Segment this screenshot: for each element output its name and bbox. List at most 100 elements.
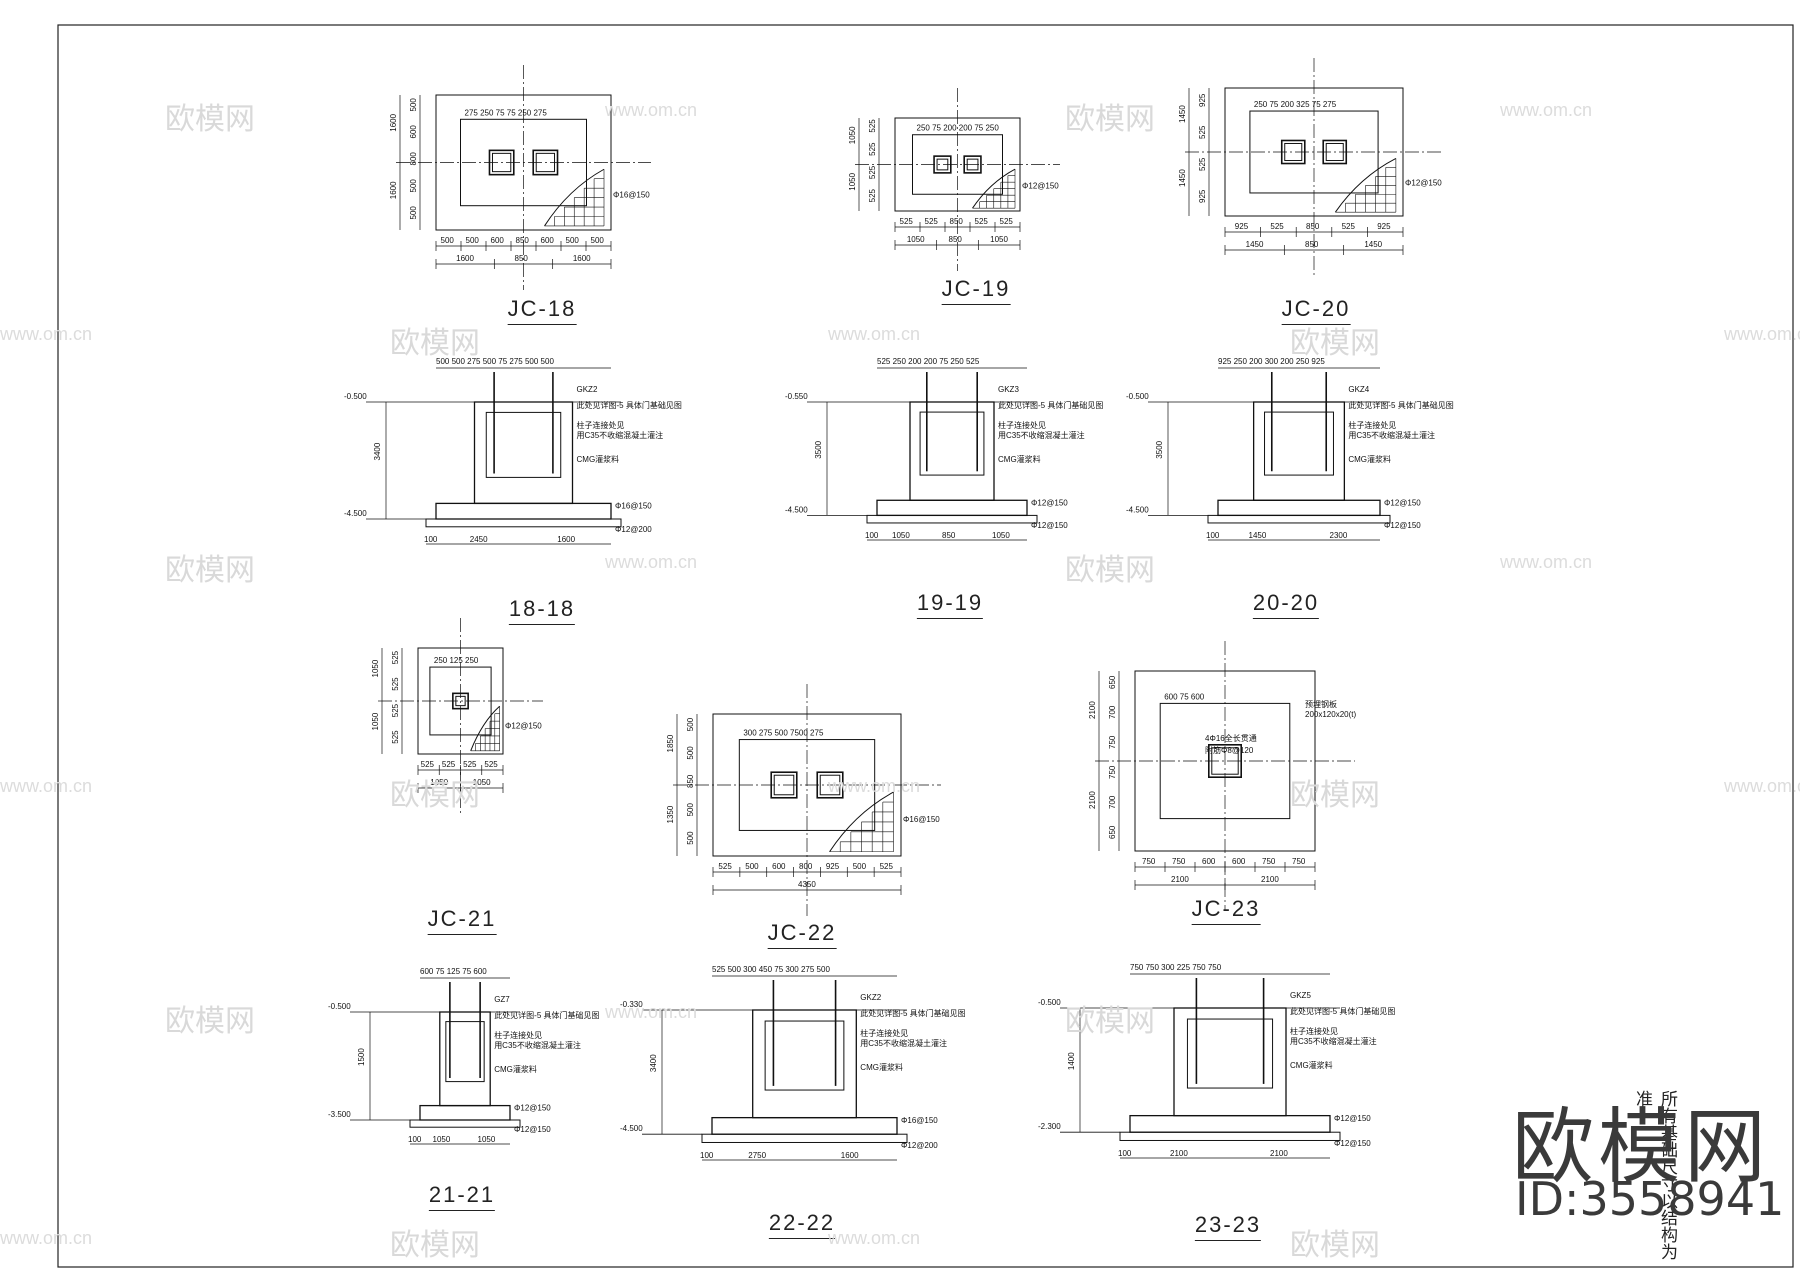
elevation-text: -4.500 [785,505,808,514]
section-note: 此处见详图-5 具体门基础见图 [860,1008,965,1018]
dim-text: 1600 [389,181,398,199]
cup-void [485,411,562,478]
dim-text: 925 [1198,93,1207,107]
elevation-text: -0.550 [785,392,808,401]
dim-text: 100 [865,531,879,540]
column-outline [963,155,982,174]
dim-text: 525 [868,119,877,133]
dim-text: 500 [745,862,759,871]
dim-text: 1050 [992,531,1010,540]
column-tag: GKZ5 [1290,991,1311,1000]
dim-text: 1050 [430,778,448,787]
dim-text: 850 [1305,240,1319,249]
column-tag: GKZ4 [1348,385,1369,394]
dim-text: 525 [391,650,400,664]
watermark-url: www.om.cn [828,1228,921,1248]
pedestal-section [1252,401,1346,501]
dim-text: 525 [975,217,989,226]
dim-text: 1600 [573,254,591,263]
dim-text: 525 [868,142,877,156]
dim-text: 925 [1198,189,1207,203]
jc23-note-text: 预埋钢板 [1305,699,1337,709]
section-note: 柱子连接处见 [577,420,625,430]
watermark-url: www.om.cn [605,1002,698,1022]
dim-text: 1050 [371,659,380,677]
column-core [773,774,795,796]
inner-dim-text: 275 250 75 75 250 275 [465,108,548,117]
pedestal-section [1173,1007,1287,1117]
watermark-url: www.om.cn [0,324,93,344]
column-outline [1208,743,1243,778]
sheet-border [57,24,1794,1268]
section-note: 此处见详图-5 具体门基础见图 [1290,1006,1395,1016]
section-note: 用C35不收缩混凝土灌注 [998,430,1085,440]
dim-text: 750 [1108,735,1117,749]
rebar-text: Φ12@200 [615,525,652,534]
cup-void [919,411,985,476]
dim-text: 1600 [389,113,398,131]
column-outline [1280,139,1306,165]
rebar-text: Φ12@200 [901,1141,938,1150]
rebar-hatch [544,168,605,227]
pedestal-section [909,401,995,501]
section-note: 此处见详图-5 具体门基础见图 [1348,400,1453,410]
watermark-text: 欧模网 [390,779,480,812]
watermark-url: www.om.cn [0,776,93,796]
dim-text: 925 [1377,222,1391,231]
dim-text: 2100 [1088,701,1097,719]
column-outline [1322,139,1348,165]
column-tag: GKZ3 [998,385,1019,394]
watermark-text: 欧模网 [390,327,480,360]
dim-text: 525 [1270,222,1284,231]
watermark-text: 欧模网 [390,1229,480,1262]
dim-text: 700 [1108,795,1117,809]
rebar-text: Φ12@150 [505,722,542,731]
label-section-23: 23-23 [1194,1212,1262,1241]
dim-text: 100 [700,1151,714,1160]
dim-text: 600 [491,236,505,245]
watermark-url: www.om.cn [0,1228,93,1248]
column-outline [770,771,798,799]
elevation-text: -3.500 [328,1110,351,1119]
pedestal-section [752,1009,857,1119]
column-outline [452,692,469,710]
dim-text: 2750 [748,1151,766,1160]
dim-text: 525 [1198,157,1207,171]
section-note: 用C35不收缩混凝土灌注 [577,430,664,440]
dim-text: 500 [686,717,695,731]
rebar-boundary [1334,157,1397,213]
column-core [1284,142,1303,162]
cup-void [764,1020,845,1091]
label-jc-23: JC-23 [1191,896,1261,925]
dim-text: 2300 [1330,531,1348,540]
watermark-text: 欧模网 [1065,1005,1155,1038]
column-core [491,152,512,173]
column-outline [532,149,559,176]
label-jc-22: JC-22 [767,920,837,949]
footing-section [1217,499,1381,517]
label-section-19: 19-19 [916,590,984,619]
dim-text: 525 [391,677,400,691]
section-note: 用C35不收缩混凝土灌注 [1348,430,1435,440]
rebar-text: Φ12@150 [1022,182,1059,191]
rebar-text: Φ12@150 [1031,521,1068,530]
rebar-text: Φ16@150 [901,1116,938,1125]
watermark-url: www.om.cn [605,552,698,572]
dim-text: 500 [409,98,418,112]
dim-text: 925 [826,862,840,871]
dim-text: 525 [868,188,877,202]
dim-text: 750 [1292,857,1306,866]
dim-text: 600 [409,125,418,139]
cushion-layer [409,1119,521,1128]
rebar-boundary [470,705,500,752]
dim-text: 750 [1262,857,1276,866]
rebar-text: Φ12@150 [1384,498,1421,507]
footing-section [435,502,612,520]
dim-text: 525 [1000,217,1014,226]
section-note: CMG灌浆料 [860,1062,903,1072]
column-core [936,158,949,171]
dim-text: 500 [686,746,695,760]
